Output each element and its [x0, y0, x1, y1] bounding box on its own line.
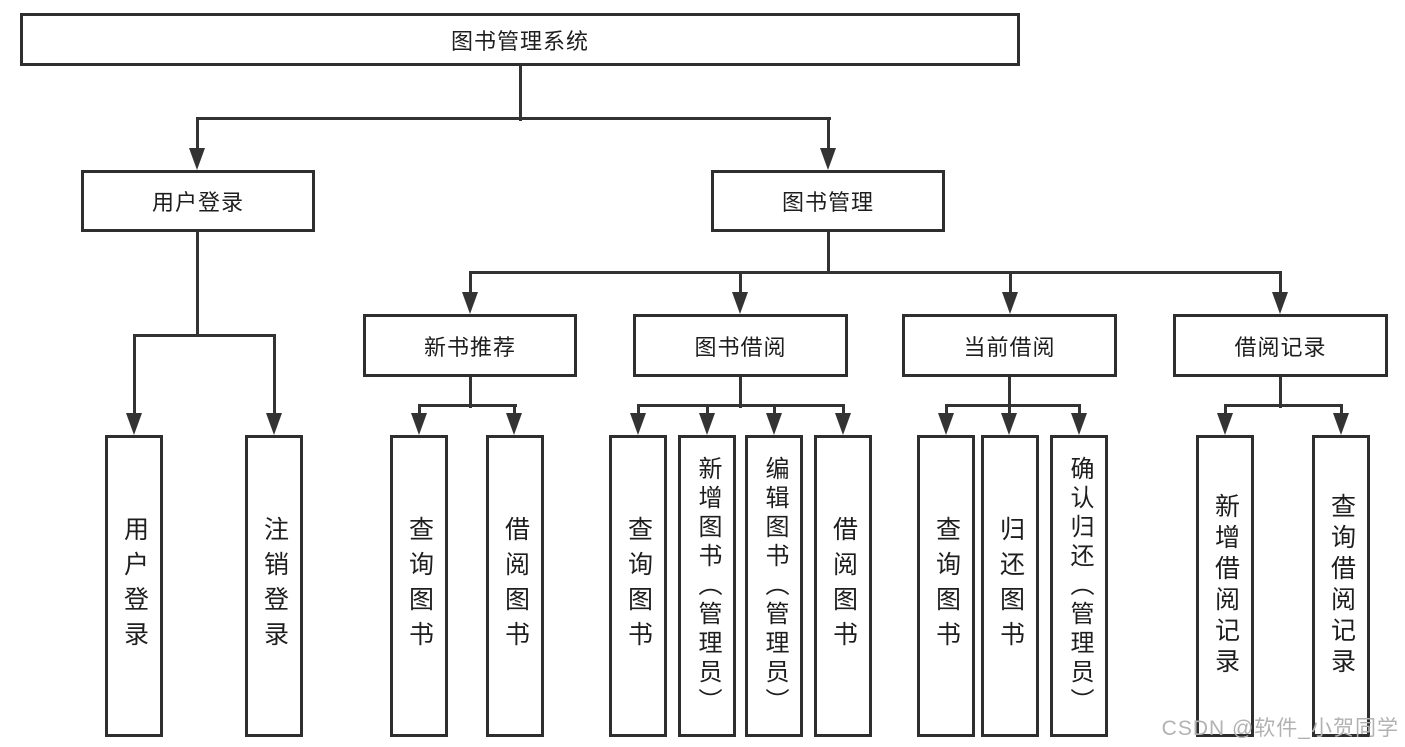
connector-records-stem [1279, 376, 1282, 408]
arrowhead-icon [1001, 413, 1017, 435]
node-current-borrowing: 当前借阅 [902, 314, 1117, 377]
connector-drop-leaf-logout [273, 334, 276, 414]
leaf-query-books-borrowing: 查询图书 [609, 435, 667, 737]
node-label: 归还图书 [996, 516, 1025, 656]
node-label: 用户登录 [151, 190, 244, 215]
connector-leaf-drop [773, 404, 776, 414]
arrowhead-icon [411, 413, 427, 435]
arrowhead-icon [266, 413, 282, 435]
connector-borrowing-stem [739, 376, 742, 408]
arrowhead-icon [820, 148, 836, 170]
node-book-management: 图书管理 [711, 170, 945, 232]
leaf-query-books-recommend: 查询图书 [390, 435, 448, 737]
leaf-user-login: 用户登录 [105, 435, 163, 737]
leaf-confirm-return-admin: 确认归还（管理员） [1050, 435, 1108, 737]
arrowhead-icon [732, 292, 748, 314]
node-label: 确认归还（管理员） [1066, 455, 1093, 717]
node-label: 编辑图书（管理员） [761, 455, 788, 717]
connector-borrowing-hline [637, 404, 845, 407]
node-label: 图书借阅 [694, 334, 787, 360]
connector-leaf-drop [945, 404, 948, 414]
arrowhead-icon [1333, 413, 1349, 435]
connector-drop-user-login [196, 117, 199, 150]
connector-leaf-drop [1340, 404, 1343, 414]
node-label: 新增图书（管理员） [694, 455, 721, 717]
connector-drop-book-management [827, 117, 830, 150]
connector-user-login-hline [133, 334, 276, 337]
leaf-query-books-current: 查询图书 [917, 435, 975, 737]
node-label: 查询图书 [624, 516, 653, 656]
connector-leaf-drop [842, 404, 845, 414]
leaf-query-borrow-record: 查询借阅记录 [1312, 435, 1370, 737]
connector-root-stem [519, 66, 522, 121]
watermark: CSDN @软件_小贺同学 [1161, 717, 1399, 740]
node-label: 借阅记录 [1234, 334, 1327, 360]
arrowhead-icon [835, 413, 851, 435]
node-library-management-system: 图书管理系统 [20, 13, 1020, 66]
connector-leaf-drop [513, 404, 516, 414]
leaf-borrow-books-borrowing: 借阅图书 [814, 435, 872, 737]
node-label: 借阅图书 [829, 516, 858, 656]
node-new-book-recommendation: 新书推荐 [363, 314, 577, 377]
arrowhead-icon [126, 413, 142, 435]
node-borrowing-records: 借阅记录 [1173, 314, 1388, 377]
arrowhead-icon [189, 148, 205, 170]
connector-current-hline [945, 404, 1081, 407]
node-label: 注销登录 [260, 516, 289, 656]
connector-leaf-drop [418, 404, 421, 414]
connector-drop-leaf-login [133, 334, 136, 414]
arrowhead-icon [630, 413, 646, 435]
arrowhead-icon [766, 413, 782, 435]
leaf-add-borrow-record: 新增借阅记录 [1196, 435, 1254, 737]
connector-user-login-stem [196, 232, 199, 337]
arrowhead-icon [1002, 292, 1018, 314]
arrowhead-icon [462, 292, 478, 314]
leaf-logout: 注销登录 [245, 435, 303, 737]
connector-drop-borrowing [739, 271, 742, 293]
arrowhead-icon [938, 413, 954, 435]
connector-level3-hline [469, 271, 1282, 274]
arrowhead-icon [1217, 413, 1233, 435]
node-label: 当前借阅 [963, 334, 1056, 360]
connector-drop-records [1279, 271, 1282, 293]
leaf-borrow-books-recommend: 借阅图书 [486, 435, 544, 737]
node-label: 图书管理 [781, 190, 874, 215]
node-label: 查询图书 [405, 516, 434, 656]
connector-level1-hline [196, 117, 831, 120]
connector-current-stem [1008, 376, 1011, 408]
leaf-return-books: 归还图书 [981, 435, 1039, 737]
connector-leaf-drop [706, 404, 709, 414]
leaf-add-books-admin: 新增图书（管理员） [678, 435, 736, 737]
leaf-edit-books-admin: 编辑图书（管理员） [745, 435, 803, 737]
arrowhead-icon [1272, 292, 1288, 314]
connector-leaf-drop [1008, 404, 1011, 414]
node-label: 查询借阅记录 [1327, 493, 1356, 679]
node-label: 借阅图书 [501, 516, 530, 656]
connector-new-book-stem [469, 376, 472, 408]
connector-book-management-stem [827, 232, 830, 274]
node-label: 新增借阅记录 [1211, 493, 1240, 679]
node-book-borrowing: 图书借阅 [633, 314, 848, 377]
connector-leaf-drop [637, 404, 640, 414]
node-label: 新书推荐 [423, 334, 516, 360]
arrowhead-icon [1071, 413, 1087, 435]
connector-drop-current [1009, 271, 1012, 293]
connector-drop-new-book [469, 271, 472, 293]
node-label: 查询图书 [932, 516, 961, 656]
arrowhead-icon [506, 413, 522, 435]
node-label: 图书管理系统 [450, 28, 589, 54]
connector-leaf-drop [1078, 404, 1081, 414]
connector-new-book-hline [418, 404, 517, 407]
node-user-login: 用户登录 [81, 170, 315, 232]
connector-leaf-drop [1224, 404, 1227, 414]
connector-records-hline [1224, 404, 1343, 407]
arrowhead-icon [699, 413, 715, 435]
node-label: 用户登录 [120, 516, 149, 656]
